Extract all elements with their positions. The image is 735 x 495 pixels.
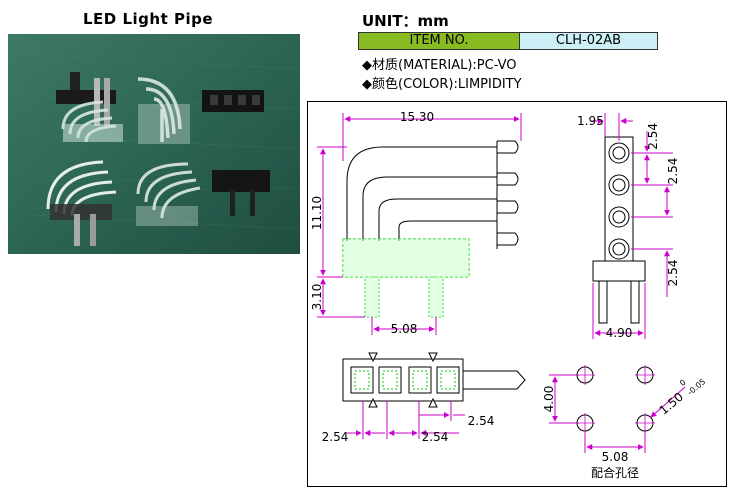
dim-side-width: 4.90 [606, 326, 633, 340]
item-number-label: ITEM NO. [359, 33, 520, 49]
top-view [342, 358, 526, 402]
front-view [346, 140, 519, 249]
dim-top-left: 2.54 [322, 430, 349, 444]
front-pin-left [365, 277, 379, 317]
dim-side-offset: 1.95 [577, 114, 604, 128]
dim-led-pitch-c: 2.54 [666, 260, 680, 287]
item-number-value: CLH-02AB [520, 33, 657, 49]
dim-hole-pitch: 5.08 [602, 450, 629, 464]
dim-height: 11.10 [310, 196, 324, 230]
dim-hole-tol-lower: -0.05 [686, 377, 708, 397]
hole-pattern [576, 366, 654, 432]
front-holder-fill [343, 239, 469, 277]
dim-pin-pitch: 5.08 [391, 322, 418, 336]
top-dimensions [347, 401, 465, 439]
front-dimensions [317, 113, 522, 335]
technical-drawing: 15.30 11.10 3.10 5.08 1.95 2.54 2.54 [310, 110, 708, 480]
black-holder-2 [202, 90, 264, 112]
dim-top-right: 2.54 [468, 414, 495, 428]
side-dimensions [591, 113, 673, 339]
dim-led-pitch-a: 2.54 [646, 123, 660, 150]
hole-caption: 配合孔径 [591, 465, 639, 480]
drawing-frame [307, 101, 727, 487]
product-photo [8, 34, 300, 254]
hole-dimensions [549, 374, 686, 453]
dim-top-mid: 2.54 [422, 430, 449, 444]
dim-hole-tol-upper: 0 [678, 378, 688, 388]
dim-pin-length: 3.10 [310, 284, 324, 311]
dim-hole-vertical: 4.00 [542, 386, 556, 413]
side-view [592, 136, 646, 324]
unit-label: UNIT：mm [362, 12, 449, 30]
clear-pipe-2 [137, 77, 182, 142]
dim-width-total: 15.30 [400, 110, 434, 124]
black-holder-3 [212, 170, 270, 216]
material-spec: ◆材质(MATERIAL):PC-VO [362, 58, 517, 73]
hole-centerlines [575, 365, 655, 433]
top-view-highlights [354, 370, 456, 390]
clear-pipe-3 [136, 162, 201, 219]
front-pin-right [429, 277, 443, 317]
dim-hole-dia: 1.50 [657, 390, 686, 418]
color-spec: ◆颜色(COLOR):LIMPIDITY [362, 77, 522, 92]
page-title: LED Light Pipe [83, 10, 214, 28]
top-view-arrows [368, 352, 438, 408]
dim-led-pitch-b: 2.54 [666, 158, 680, 185]
item-number-table: ITEM NO. CLH-02AB [358, 32, 658, 50]
